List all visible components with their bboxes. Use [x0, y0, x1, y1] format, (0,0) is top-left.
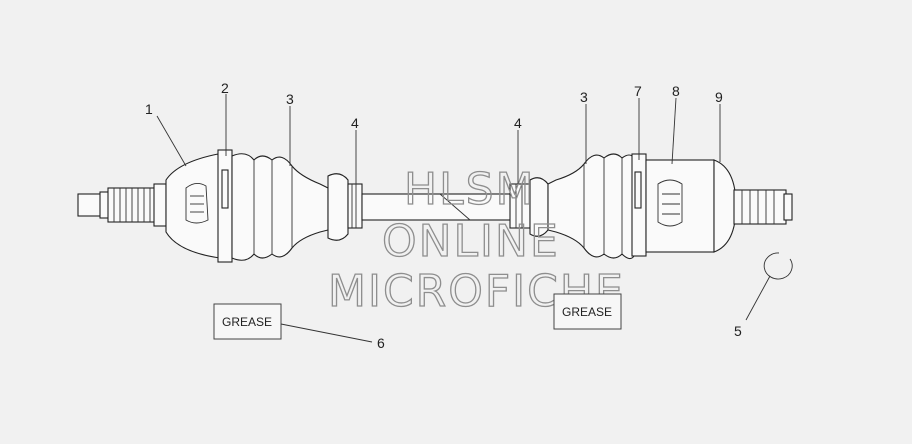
right-damper — [509, 177, 549, 237]
callout-4-right: 4 — [514, 115, 522, 131]
inner-cv-joint — [645, 159, 737, 253]
inner-boot-clamp — [631, 153, 647, 257]
inner-boot — [547, 153, 635, 260]
outer-cv-joint — [165, 153, 221, 259]
callout-3-left: 3 — [286, 91, 294, 107]
grease-label-right: GREASE — [562, 305, 612, 319]
left-stub-shaft — [77, 183, 167, 227]
outer-boot-clamp — [217, 149, 233, 263]
grease-box-right: GREASE — [553, 293, 622, 330]
leader-lines — [156, 94, 771, 343]
left-damper — [327, 173, 363, 241]
main-shaft — [361, 193, 513, 221]
callout-1: 1 — [145, 101, 153, 117]
watermark-line2: ONLINE — [382, 216, 560, 267]
outer-boot — [231, 153, 329, 261]
callout-numbers: 1 2 3 4 4 3 7 8 9 5 6 — [145, 80, 742, 351]
callout-8: 8 — [672, 83, 680, 99]
callout-2: 2 — [221, 80, 229, 96]
circlip — [763, 252, 793, 280]
grease-label-left: GREASE — [222, 315, 272, 329]
callout-4-left: 4 — [351, 115, 359, 131]
callout-7: 7 — [634, 83, 642, 99]
callout-6: 6 — [377, 335, 385, 351]
grease-box-left: GREASE — [213, 303, 282, 340]
callout-3-right: 3 — [580, 89, 588, 105]
callout-5: 5 — [734, 323, 742, 339]
callout-9: 9 — [715, 89, 723, 105]
watermark-line1: HLSM — [404, 164, 536, 215]
right-stub-shaft — [733, 189, 793, 225]
